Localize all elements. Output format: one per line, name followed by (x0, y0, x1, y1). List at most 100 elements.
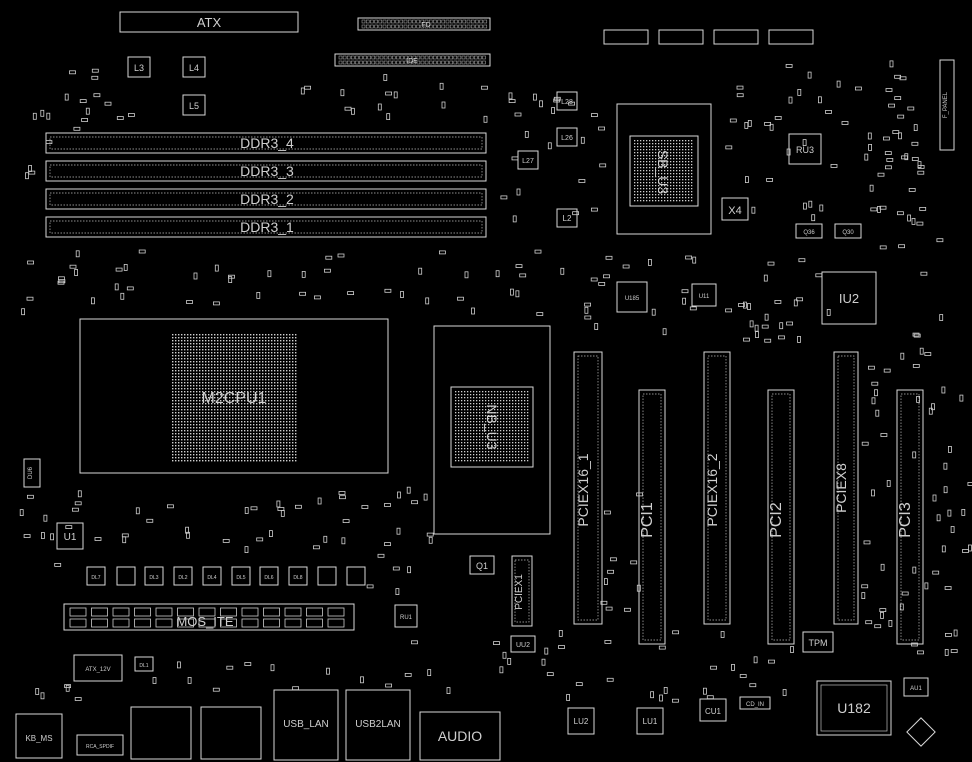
atx-connector: ATX (119, 11, 299, 33)
cpu-label: M2CPU1 (202, 390, 267, 407)
pci3-label: PCI3 (897, 502, 914, 538)
lu2-label: LU2 (574, 717, 589, 726)
pciex8-label: PCIEX8 (833, 463, 849, 513)
ddr3-3-label: DDR3_3 (240, 163, 294, 179)
pci2-slot: PCI2 (767, 389, 795, 645)
l3-label: L3 (134, 63, 144, 73)
du6-part: DU6 (23, 458, 41, 488)
dl8-label: DL8 (293, 575, 302, 581)
ddr3-slot-1: DDR3_1 (45, 216, 487, 238)
ddr3-slot-4: DDR3_4 (45, 132, 487, 154)
atx12v-connector: ATX_12V DL1 (73, 654, 154, 682)
q36-label: Q36 (803, 230, 815, 236)
pciex1-slot: PCIEX1 (511, 555, 533, 627)
x4-label: X4 (728, 205, 741, 217)
pci2-label: PCI2 (768, 502, 785, 538)
mosfet-row: MOS_ITE (63, 603, 355, 631)
usb-lan2-label: USB2LAN (355, 719, 401, 730)
iu2-chip: IU2 (821, 271, 877, 325)
q1-part: Q1 (469, 555, 495, 575)
sb-label: SB_U3 (655, 150, 671, 195)
usb-lan-label: USB_LAN (283, 719, 329, 730)
u185-chip: U185 (616, 281, 648, 313)
atx12v-label: ATX_12V (85, 667, 110, 673)
x4-crystal: X4 (721, 197, 749, 221)
dl6-label: DL6 (264, 575, 273, 581)
u182-label: U182 (837, 700, 871, 716)
dl1-label: DL1 (139, 663, 148, 669)
mos-label: MOS_ITE (176, 614, 233, 629)
l26-label: L26 (561, 135, 573, 142)
dl5-label: DL5 (236, 575, 245, 581)
pciex16-1-label: PCIEX16_1 (575, 453, 591, 526)
iu2-label: IU2 (839, 291, 859, 306)
u11-label: U11 (699, 294, 710, 300)
nb-label: NB_U3 (484, 404, 500, 449)
dl4-label: DL4 (207, 575, 216, 581)
uu2-label: UU2 (516, 642, 530, 649)
fd-connector: FD (357, 17, 491, 31)
top-headers (603, 29, 814, 45)
dl3-label: DL3 (149, 575, 158, 581)
pci3-slot: PCI3 (896, 389, 924, 645)
q36-part: Q36 Q30 (795, 223, 862, 239)
u11-chip: U11 (691, 283, 717, 307)
ru1-chip: RU1 (394, 604, 418, 628)
l5-label: L5 (189, 101, 199, 111)
uu2-chip: UU2 (510, 635, 536, 653)
pciex16-1-slot: PCIEX16_1 (573, 351, 603, 625)
cpu-socket: M2CPU1 (79, 318, 389, 474)
inductors: L3 L4 L5 L28 L26 L27 L2 (127, 56, 578, 228)
ru1-label: RU1 (400, 615, 413, 621)
ddr3-1-label: DDR3_1 (240, 219, 294, 235)
ddr3-4-label: DDR3_4 (240, 135, 294, 151)
rear-ports: USB_LAN USB2LAN AUDIO (130, 689, 501, 761)
q30-label: Q30 (842, 230, 854, 236)
ide-label: IDE (406, 58, 418, 65)
southbridge-chip: SB_U3 (616, 103, 712, 235)
cu1-label: CU1 (705, 707, 722, 716)
pciex1-label: PCIEX1 (514, 574, 525, 610)
kb-ms-label: KB_MS (25, 734, 52, 743)
pciex16-2-slot: PCIEX16_2 (703, 351, 731, 625)
passive-components (19, 60, 972, 703)
ddr3-slot-3: DDR3_3 (45, 160, 487, 182)
audio-label: AUDIO (438, 728, 482, 744)
lu1-label: LU1 (643, 717, 658, 726)
f-panel-header: F_PANEL (939, 59, 955, 151)
diamond-chip (906, 717, 936, 747)
rca-spdif-port: RCA_SPDIF (76, 734, 124, 756)
pci1-slot: PCI1 (638, 389, 666, 645)
pci1-label: PCI1 (639, 502, 656, 538)
lu-chips: LU2 LU1 CU1 CD_IN (567, 696, 771, 735)
u1-label: U1 (64, 532, 77, 543)
ddr3-2-label: DDR3_2 (240, 191, 294, 207)
northbridge-chip: NB_U3 (433, 325, 551, 535)
au1-label: AU1 (910, 686, 922, 692)
f-panel-label: F_PANEL (943, 91, 949, 118)
ru3-chip: RU3 (788, 133, 822, 165)
pciex16-2-label: PCIEX16_2 (704, 453, 720, 526)
fd-label: FD (421, 22, 430, 29)
q1-label: Q1 (476, 561, 488, 571)
du6-label: DU6 (28, 466, 34, 479)
ddr3-slot-2: DDR3_2 (45, 188, 487, 210)
tpm-header: TPM (802, 631, 834, 653)
u1-chip: U1 (56, 522, 84, 550)
au1-chip: AU1 (903, 677, 929, 697)
pciex8-slot: PCIEX8 (833, 351, 859, 625)
kb-ms-port: KB_MS (15, 713, 63, 759)
ru3-label: RU3 (796, 145, 814, 155)
l28-label: L28 (561, 99, 573, 106)
dl7-label: DL7 (91, 575, 100, 581)
rca-spdif-label: RCA_SPDIF (86, 744, 114, 750)
l2-label: L2 (563, 214, 572, 223)
l4-label: L4 (189, 63, 199, 73)
ide-connector: IDE (334, 53, 491, 67)
u185-label: U185 (625, 296, 640, 302)
inductor-row: DL7 DL3 DL2 DL4 DL5 DL6 DL8 (86, 566, 366, 586)
cd-in-label: CD_IN (746, 702, 764, 708)
u182-chip: U182 (816, 680, 892, 736)
atx-label: ATX (197, 15, 222, 30)
